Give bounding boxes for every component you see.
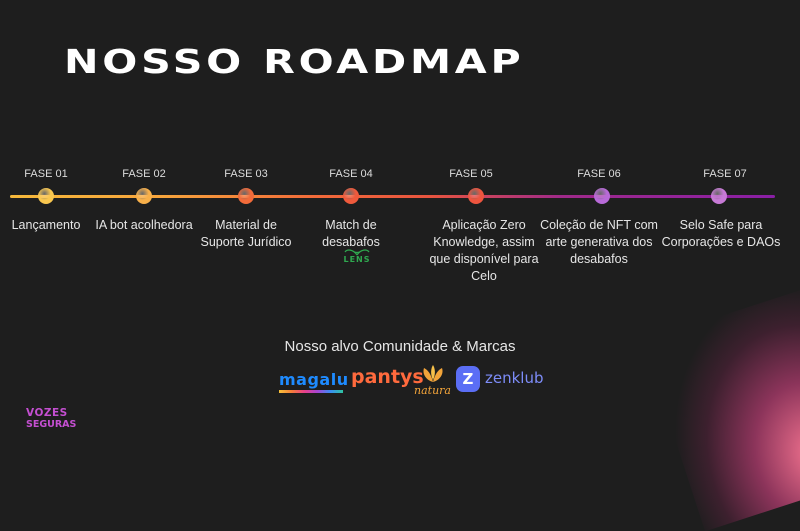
natura-flower-icon xyxy=(423,365,443,382)
phase-label: FASE 03 xyxy=(224,168,268,180)
phase-dot xyxy=(711,188,727,204)
phase-description: Aplicação Zero Knowledge, assim que disp… xyxy=(429,218,539,283)
timeline-line xyxy=(10,195,775,198)
brand-logos: magalu pantys natura Z zenklub xyxy=(0,360,800,400)
phase-label: FASE 05 xyxy=(449,168,493,180)
logo-line-2: SEGURAS xyxy=(26,419,77,430)
magalu-logo: magalu xyxy=(279,370,349,389)
phase-label: FASE 02 xyxy=(122,168,166,180)
phase-label: FASE 01 xyxy=(24,168,68,180)
logo-line-1: VOZES xyxy=(26,407,68,419)
phase-description: Coleção de NFT com arte generativa dos d… xyxy=(540,218,658,266)
phase-dot xyxy=(136,188,152,204)
phase-dot xyxy=(343,188,359,204)
phase-dot xyxy=(468,188,484,204)
lens-logo-text: LENS xyxy=(343,255,371,264)
page-title: NOSSO ROADMAP xyxy=(64,42,525,81)
phase-label: FASE 06 xyxy=(577,168,621,180)
lens-logo: LENS xyxy=(343,248,371,264)
phase-dot xyxy=(38,188,54,204)
vozes-seguras-logo: VOZES SEGURAS xyxy=(26,407,77,431)
zenklub-logo: zenklub xyxy=(485,369,544,387)
zenklub-icon: Z xyxy=(456,366,480,392)
natura-logo: natura xyxy=(414,384,451,397)
phase-description: Lançamento xyxy=(11,218,81,232)
phase-description: IA bot acolhedora xyxy=(95,218,193,232)
target-title: Nosso alvo Comunidade & Marcas xyxy=(284,338,516,355)
phase-label: FASE 07 xyxy=(703,168,747,180)
phase-description: Match de desabafos xyxy=(322,218,380,249)
phase-dot xyxy=(594,188,610,204)
lens-leaf-icon xyxy=(344,249,370,256)
magalu-logo-bar xyxy=(279,390,343,393)
pantys-logo: pantys xyxy=(351,366,424,388)
phase-description: Material de Suporte Jurídico xyxy=(200,218,292,249)
phase-description: Selo Safe para Corporações e DAOs xyxy=(661,218,781,249)
phase-label: FASE 04 xyxy=(329,168,373,180)
corner-glow-decoration xyxy=(643,288,800,531)
phase-dot xyxy=(238,188,254,204)
